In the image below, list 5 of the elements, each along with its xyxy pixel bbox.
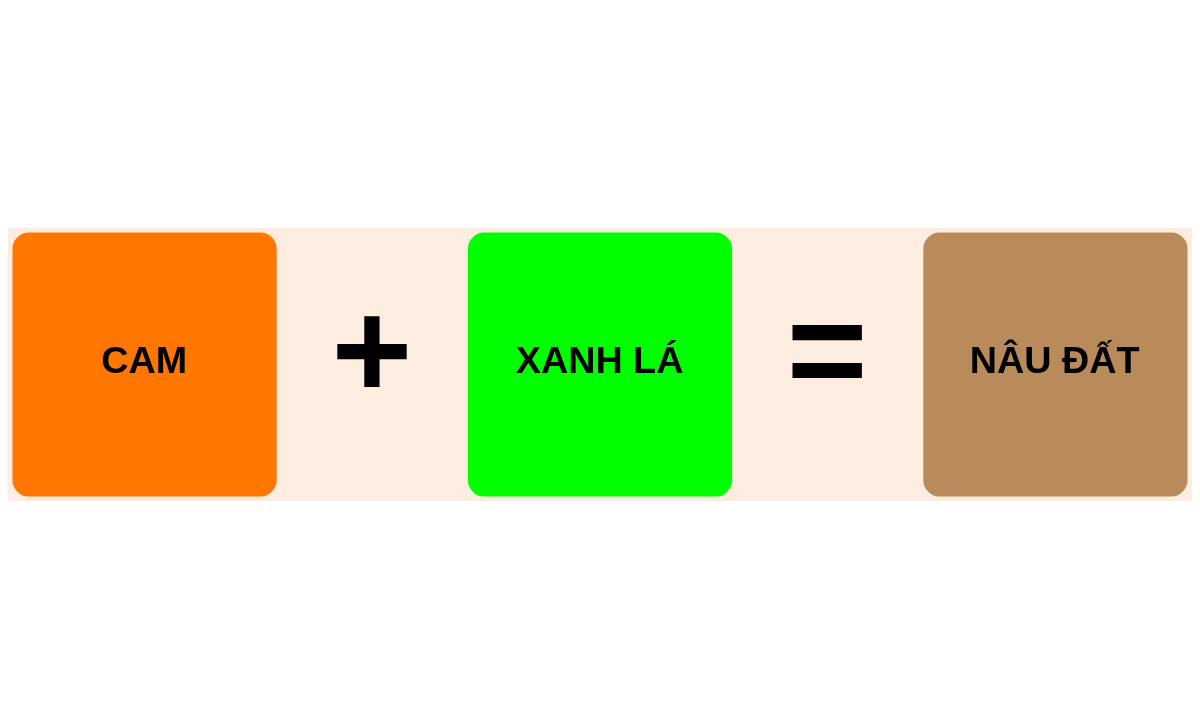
node-box: NÂU ĐẤT [923,231,1188,497]
label: + [331,272,413,427]
node-box: XANH LÁ [467,231,733,497]
label: = [786,272,868,427]
node-box: CAM [12,231,277,497]
